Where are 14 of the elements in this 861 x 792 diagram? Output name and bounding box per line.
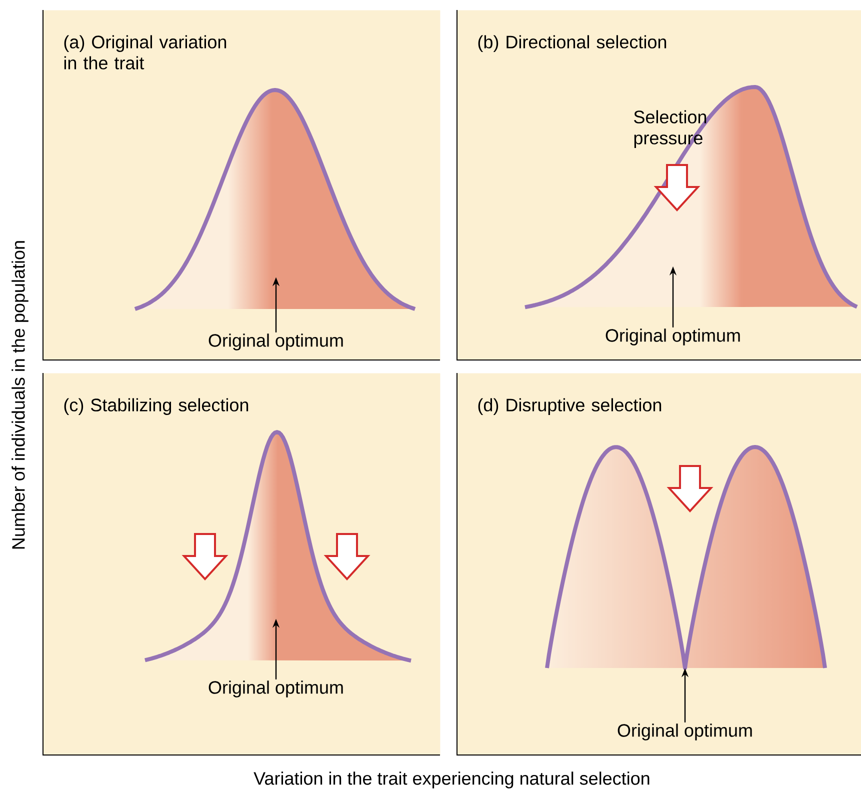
axis-label: Number of individuals in the population (12, 241, 28, 549)
panel-heading: (a) Original variation in the trait (64, 35, 226, 70)
optimum-label: Original optimum (618, 724, 752, 740)
axis-label: Variation in the trait experiencing natural selection (254, 772, 650, 788)
distribution-curve-drawing (144, 430, 412, 663)
panel-heading: (b) Directional selection (478, 35, 666, 52)
optimum-label: Original optimum (208, 334, 343, 350)
optimum-label: Original optimum (208, 680, 343, 698)
distribution-curve-drawing (524, 85, 858, 310)
panel-heading: (d) Disruptive selection (478, 398, 662, 415)
distribution-curve-drawing (134, 88, 416, 311)
selection-pressure-label: Selection pressure (634, 110, 706, 148)
panel-heading: (c) Stabilizing selection (64, 398, 248, 415)
optimum-label: Original optimum (606, 328, 740, 346)
